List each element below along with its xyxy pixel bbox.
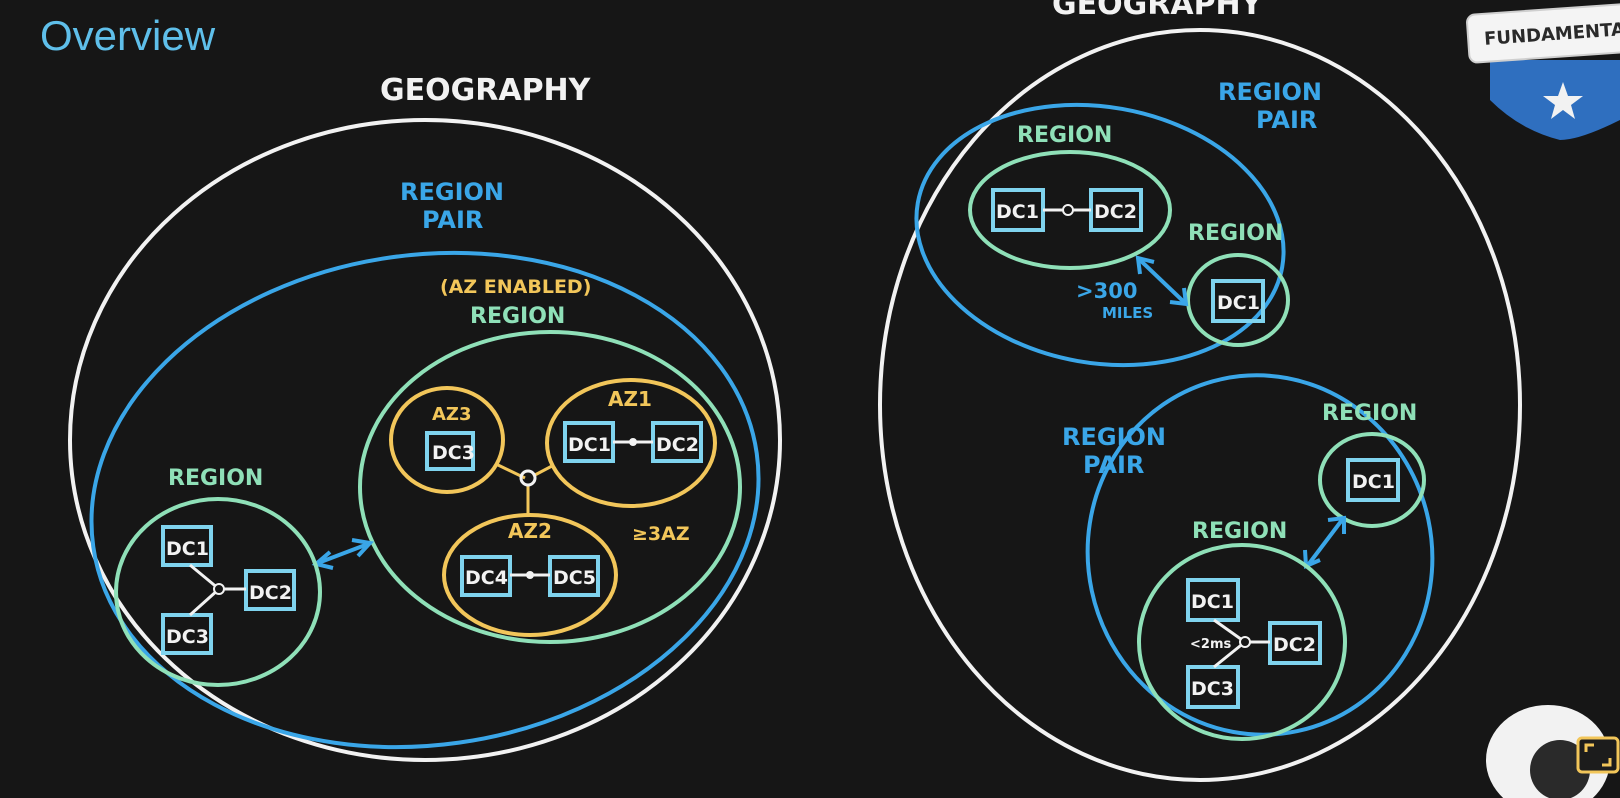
dc-label: DC1 xyxy=(1191,591,1234,613)
left-geography-diagram: GEOGRAPHY REGION PAIR (AZ ENABLED) REGIO… xyxy=(68,73,782,762)
arrowhead xyxy=(351,538,374,558)
dc-label: DC4 xyxy=(465,567,508,589)
fullscreen-icon[interactable] xyxy=(1576,736,1620,774)
az-note: ≥3AZ xyxy=(632,523,690,545)
connector-line xyxy=(189,563,220,591)
pair1-region-a-ellipse xyxy=(968,150,1172,270)
pair1-region-b-label: REGION xyxy=(1188,221,1283,246)
dc-label: DC1 xyxy=(1217,292,1260,314)
left-region-pair-label-line1: REGION xyxy=(400,178,504,206)
region-link-arrow xyxy=(1306,518,1344,567)
arrowhead xyxy=(1169,287,1189,307)
distance-line2: MILES xyxy=(1102,304,1153,322)
avatar xyxy=(1530,740,1590,798)
dc-box xyxy=(1186,578,1240,622)
az-link xyxy=(532,464,553,478)
left-region-pair-label-line2: PAIR xyxy=(422,206,483,234)
az-region-label: REGION xyxy=(470,304,565,329)
az2-label: AZ2 xyxy=(508,519,552,543)
connector-hub xyxy=(1062,204,1074,216)
connector-line xyxy=(1213,618,1246,644)
dc-label: DC5 xyxy=(553,567,596,589)
dc-label: DC1 xyxy=(568,434,611,456)
dc-box xyxy=(161,613,213,655)
fullscreen-icon-corner xyxy=(1584,743,1594,752)
connector-hub xyxy=(1239,636,1251,648)
pair2-region-b-label: REGION xyxy=(1192,519,1287,544)
dc-label: DC3 xyxy=(432,442,475,464)
dc-box xyxy=(1211,279,1265,323)
az1-label: AZ1 xyxy=(608,387,652,411)
connector-dot xyxy=(526,571,534,579)
pair1-ellipse xyxy=(914,102,1286,368)
dc-box xyxy=(1186,665,1240,709)
arrowhead xyxy=(1135,255,1155,275)
fullscreen-icon-corner xyxy=(1602,758,1612,767)
connector-line xyxy=(188,587,221,617)
star-icon xyxy=(1543,82,1583,119)
dc-label: DC1 xyxy=(1352,471,1395,493)
dc-label: DC2 xyxy=(249,582,292,604)
connector-dot xyxy=(629,438,637,446)
pair2-region-a-label: REGION xyxy=(1322,401,1417,426)
dc-label: DC2 xyxy=(1273,634,1316,656)
pair2-region-b-ellipse xyxy=(1137,543,1347,741)
right-geography-diagram: GEOGRAPHY REGION PAIR REGION DC1 DC2 REG… xyxy=(878,0,1522,782)
region-link-arrow xyxy=(317,542,369,565)
pair2-ellipse xyxy=(1085,373,1435,737)
dc-label: DC3 xyxy=(166,626,209,648)
dc-box xyxy=(161,525,213,567)
az-hub xyxy=(519,469,537,487)
left-geography-ellipse xyxy=(68,118,782,762)
connector-line xyxy=(1213,640,1246,669)
pair1-label-line1: REGION xyxy=(1218,78,1322,106)
dc-label: DC3 xyxy=(1191,678,1234,700)
az-region-ellipse xyxy=(358,330,742,644)
page-title: Overview xyxy=(40,12,216,59)
badge-ribbon xyxy=(1466,3,1620,64)
left-region-pair-ellipse xyxy=(89,250,761,750)
latency-note: <2ms xyxy=(1190,637,1231,652)
az-enabled-label: (AZ ENABLED) xyxy=(440,276,591,298)
pair1-region-b-ellipse xyxy=(1186,253,1290,347)
az1-ellipse xyxy=(545,378,717,508)
right-geography-ellipse xyxy=(878,28,1522,782)
distance-arrow xyxy=(1138,258,1186,304)
dc-label: DC2 xyxy=(656,434,699,456)
small-region-label: REGION xyxy=(168,466,263,491)
presenter-overlay xyxy=(1486,705,1620,798)
dc-box xyxy=(425,431,475,471)
pair1-region-a-label: REGION xyxy=(1017,123,1112,148)
dc-label: DC2 xyxy=(1094,201,1137,223)
pair1-label-line2: PAIR xyxy=(1256,106,1317,134)
dc-box xyxy=(1346,458,1400,502)
left-geography-label: GEOGRAPHY xyxy=(380,73,592,108)
dc-label: DC1 xyxy=(996,201,1039,223)
right-geography-label: GEOGRAPHY xyxy=(1052,0,1264,22)
az3-ellipse xyxy=(389,386,505,494)
dc-label: DC1 xyxy=(166,538,209,560)
pair2-label-line1: REGION xyxy=(1062,423,1166,451)
arrowhead xyxy=(1327,515,1346,534)
small-region-ellipse xyxy=(114,497,322,687)
distance-line1: >300 xyxy=(1076,279,1137,303)
az3-label: AZ3 xyxy=(432,404,472,425)
fundamentals-badge: FUNDAMENTA xyxy=(1466,3,1620,140)
pair2-region-a-ellipse xyxy=(1318,432,1426,528)
az2-ellipse xyxy=(442,513,618,637)
connector-hub xyxy=(213,583,225,595)
